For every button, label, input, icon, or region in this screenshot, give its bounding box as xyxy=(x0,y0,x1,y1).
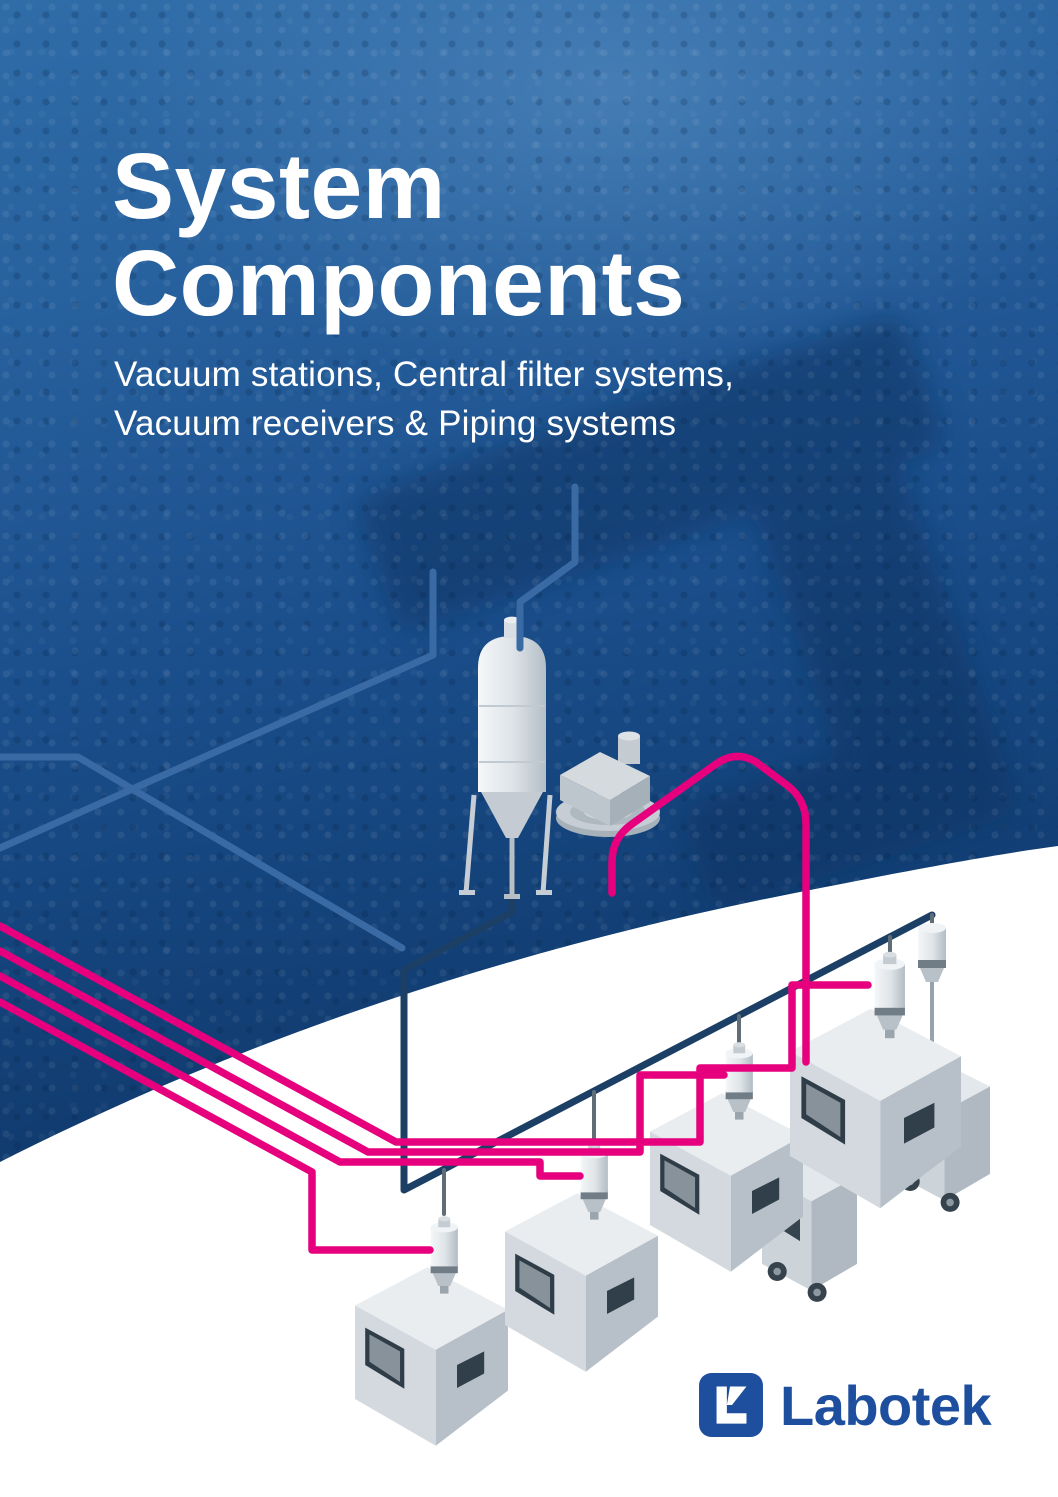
page-subtitle: Vacuum stations, Central filter systems,… xyxy=(114,351,734,448)
material-pipes-pink xyxy=(0,752,872,1254)
labotek-mark-icon xyxy=(699,1373,763,1437)
title-line-2: Components xyxy=(112,230,686,335)
vacuum-pipes-blue xyxy=(0,753,936,1216)
subtitle-line-2: Vacuum receivers & Piping systems xyxy=(114,403,677,443)
supply-pipes-blue xyxy=(0,483,579,852)
cover-header: System Components Vacuum stations, Centr… xyxy=(112,138,734,448)
page-title: System Components xyxy=(112,138,734,331)
title-line-1: System xyxy=(112,134,446,238)
labotek-logo: Labotek xyxy=(698,1372,992,1438)
central-filter-vessel xyxy=(459,616,553,899)
vacuum-pump xyxy=(556,731,660,837)
brand-name: Labotek xyxy=(780,1373,992,1437)
subtitle-line-1: Vacuum stations, Central filter systems, xyxy=(114,355,735,395)
